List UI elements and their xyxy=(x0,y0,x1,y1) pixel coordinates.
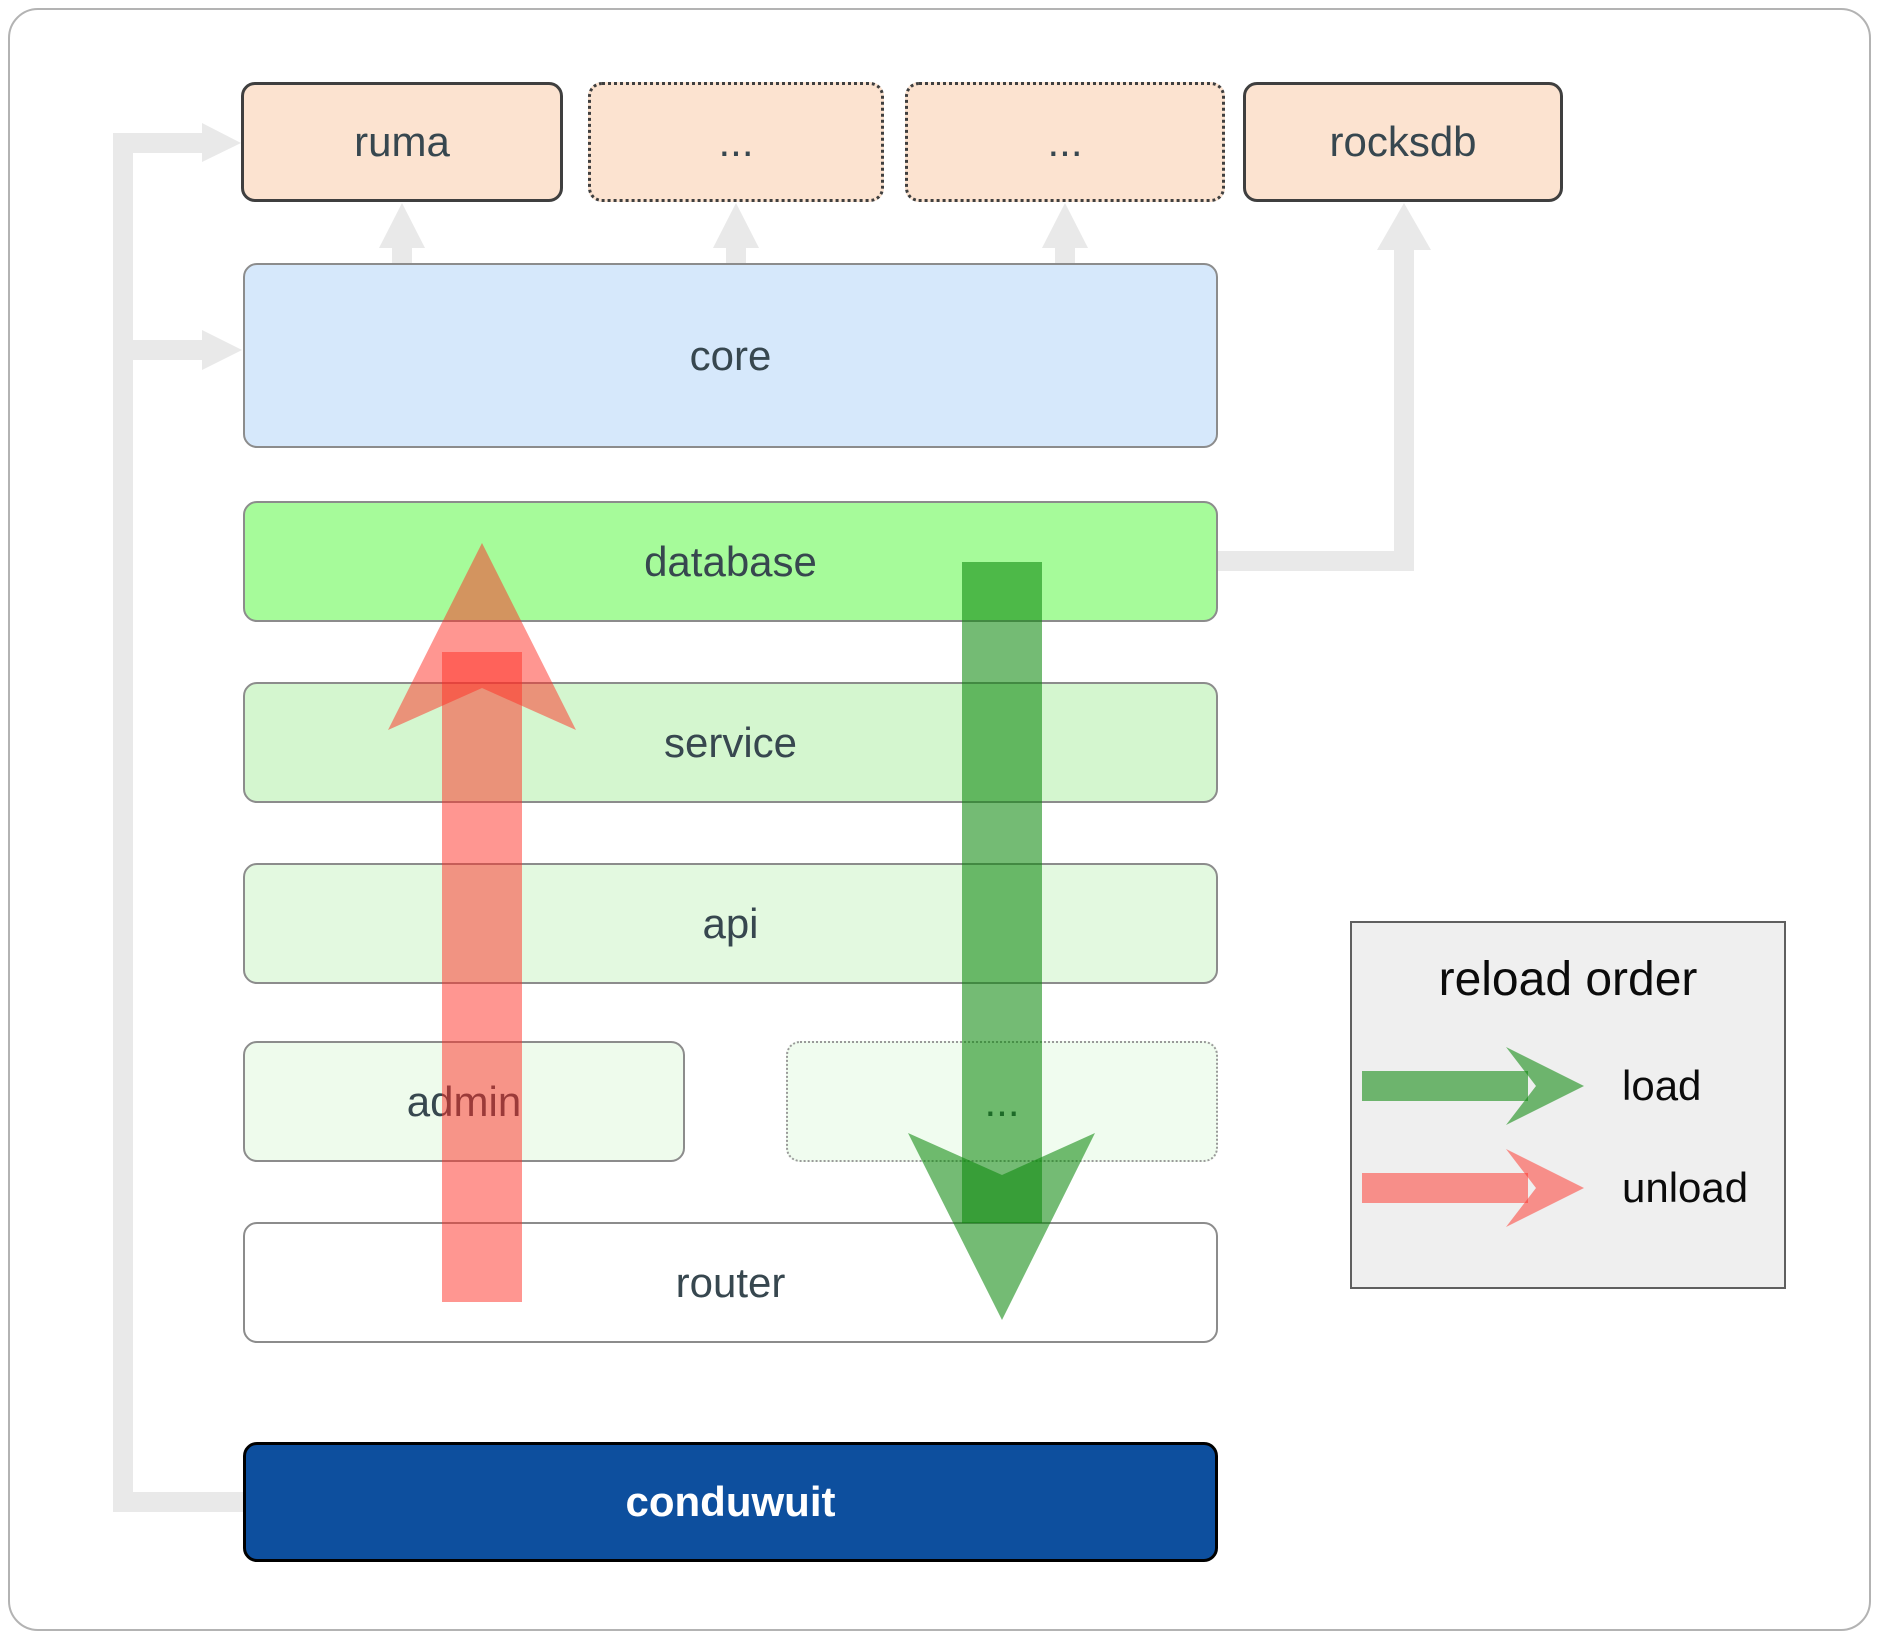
diagram-frame xyxy=(8,8,1871,1631)
box-ellipsis-admin-row-label: ... xyxy=(984,1077,1020,1125)
box-api-label: api xyxy=(702,899,759,947)
box-rocksdb: rocksdb xyxy=(1243,82,1563,202)
box-conduwuit: conduwuit xyxy=(243,1442,1218,1562)
box-admin: admin xyxy=(243,1041,685,1162)
box-api: api xyxy=(243,863,1218,984)
box-rocksdb-label: rocksdb xyxy=(1329,118,1477,165)
box-ruma: ruma xyxy=(241,82,563,202)
box-admin-label: admin xyxy=(406,1077,522,1125)
box-ellipsis-admin-row: ... xyxy=(786,1041,1218,1162)
box-database-label: database xyxy=(644,537,817,585)
box-router: router xyxy=(243,1222,1218,1343)
box-service: service xyxy=(243,682,1218,803)
legend-label-unload: unload xyxy=(1622,1164,1749,1211)
legend-label-load: load xyxy=(1622,1062,1702,1109)
legend-title: reload order xyxy=(1438,953,1698,1006)
box-conduwuit-label: conduwuit xyxy=(625,1478,836,1525)
box-ellipsis-top-1-label: ... xyxy=(718,118,754,165)
box-core: core xyxy=(243,263,1218,448)
box-core-label: core xyxy=(689,331,772,379)
box-service-label: service xyxy=(663,718,798,766)
box-ruma-label: ruma xyxy=(354,118,450,165)
box-ellipsis-top-2-label: ... xyxy=(1047,118,1083,165)
box-ellipsis-top-2: ... xyxy=(905,82,1225,202)
box-ellipsis-top-1: ... xyxy=(588,82,884,202)
box-database: database xyxy=(243,501,1218,622)
box-router-label: router xyxy=(675,1258,786,1306)
